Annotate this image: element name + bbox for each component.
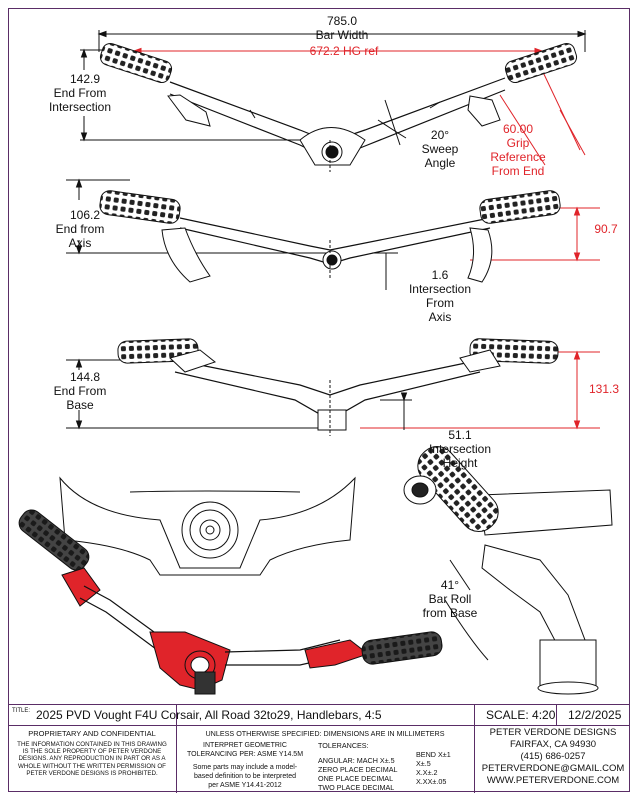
interpretation-note: INTERPRET GEOMETRIC TOLERANCING PER: ASM…	[180, 741, 310, 790]
end-from-axis-label-2: Axis	[68, 236, 92, 250]
company-email: PETERVERDONE@GMAIL.COM	[481, 763, 625, 774]
intersection-height-label: Intersection	[428, 442, 492, 456]
tol-one-value: X.X±.2	[416, 768, 438, 777]
tol-two-place: TWO PLACE DECIMAL	[318, 783, 395, 792]
tol-bend: BEND X±1	[416, 750, 451, 759]
end-from-axis-label: End from	[55, 222, 105, 236]
end-from-base-label-2: Base	[66, 398, 94, 412]
top-view	[80, 30, 587, 172]
proprietary-line-3: DESIGNS. ANY REPRODUCTION IN PART OR AS …	[18, 755, 166, 763]
interpret-line-1: INTERPRET GEOMETRIC	[203, 742, 287, 749]
intersection-height-label-2: Height	[442, 456, 478, 470]
front-view	[66, 178, 600, 290]
sweep-angle-label: Sweep	[421, 142, 459, 156]
company-phone: (415) 686-0257	[520, 751, 586, 762]
title-block: TITLE: 2025 PVD Vought F4U Corsair, All …	[8, 704, 630, 793]
bar-roll-label: Bar Roll	[428, 592, 472, 606]
drawing-title: 2025 PVD Vought F4U Corsair, All Road 32…	[36, 708, 382, 722]
model-line-3: per ASME Y14.41-2012	[208, 782, 282, 789]
intersection-from-axis-label-3: Axis	[428, 310, 452, 324]
tol-zero-place: ZERO PLACE DECIMAL	[318, 765, 398, 774]
end-from-base-label: End From	[53, 384, 107, 398]
rise-dimension-value: 90.7	[594, 222, 618, 236]
intersection-height-value: 51.1	[448, 428, 472, 442]
tol-zero-value: X±.5	[416, 759, 431, 768]
rear-view	[66, 338, 600, 436]
company-city: FAIRFAX, CA 94930	[509, 739, 597, 750]
title-label: TITLE:	[12, 708, 31, 714]
interpret-line-2: TOLERANCING PER: ASME Y14.5M	[186, 751, 304, 758]
isometric-view	[18, 509, 443, 695]
end-from-base-value: 144.8	[69, 370, 101, 384]
tol-one-place: ONE PLACE DECIMAL	[318, 774, 394, 783]
grip-reference-label-2: Reference	[490, 150, 546, 164]
tolerances-heading: TOLERANCES:	[318, 741, 369, 750]
height-dimension-value: 131.3	[588, 382, 620, 396]
end-from-axis-value: 106.2	[69, 208, 101, 222]
units-note: UNLESS OTHERWISE SPECIFIED: DIMENSIONS A…	[205, 729, 445, 738]
proprietary-line-5: PETER VERDONE DESIGNS IS PROHIBITED.	[26, 769, 158, 777]
proprietary-notice: PROPRIETARY AND CONFIDENTIAL THE INFORMA…	[8, 729, 176, 777]
end-view	[403, 446, 613, 695]
bar-roll-value: 41°	[440, 578, 460, 592]
proprietary-heading: PROPRIETARY AND CONFIDENTIAL	[28, 729, 156, 738]
tol-two-value: X.XX±.05	[416, 777, 447, 786]
company-info: PETER VERDONE DESIGNS FAIRFAX, CA 94930 …	[478, 727, 628, 787]
sweep-angle-label-2: Angle	[424, 156, 456, 170]
drawing-date: 12/2/2025	[568, 708, 622, 722]
tol-angular: ANGULAR: MACH X±.5	[318, 756, 395, 765]
intersection-from-axis-label-2: From	[426, 296, 454, 310]
proprietary-line-2: IS THE SOLE PROPERTY OF PETER VERDONE	[22, 748, 162, 756]
intersection-from-axis-value: 1.6	[431, 268, 449, 282]
bar-width-value: 785.0	[326, 14, 358, 28]
proprietary-line-4: WHOLE WITHOUT THE WRITTEN PERMISSION OF	[18, 762, 166, 770]
company-website: WWW.PETERVERDONE.COM	[486, 775, 620, 786]
tolerances: TOLERANCES: ANGULAR: MACH X±.5 BEND X±1 Z…	[318, 741, 472, 792]
bar-roll-label-2: from Base	[422, 606, 478, 620]
intersection-from-axis-label: Intersection	[408, 282, 472, 296]
title-row: TITLE: 2025 PVD Vought F4U Corsair, All …	[8, 705, 630, 726]
grip-reference-value: 60.00	[502, 122, 534, 136]
model-line-1: Some parts may include a model-	[192, 764, 298, 771]
sheet-border	[8, 8, 630, 792]
end-from-intersection-label: End From	[53, 86, 107, 100]
drawing-scale: SCALE: 4:20	[486, 708, 556, 722]
end-from-intersection-value: 142.9	[69, 72, 101, 86]
end-from-intersection-label-2: Intersection	[48, 100, 112, 114]
grip-reference-label: Grip	[506, 136, 530, 150]
bar-width-label: Bar Width	[315, 28, 369, 42]
model-line-2: based definition to be interpreted	[194, 773, 296, 780]
sweep-angle-value: 20°	[430, 128, 450, 142]
grip-reference-label-3: From End	[491, 164, 545, 178]
company-name: PETER VERDONE DESIGNS	[489, 727, 617, 738]
hg-ref-dimension: 672.2 HG ref	[309, 44, 379, 58]
proprietary-line-1: THE INFORMATION CONTAINED IN THIS DRAWIN…	[17, 741, 167, 748]
clamp-detail-view	[59, 476, 356, 576]
